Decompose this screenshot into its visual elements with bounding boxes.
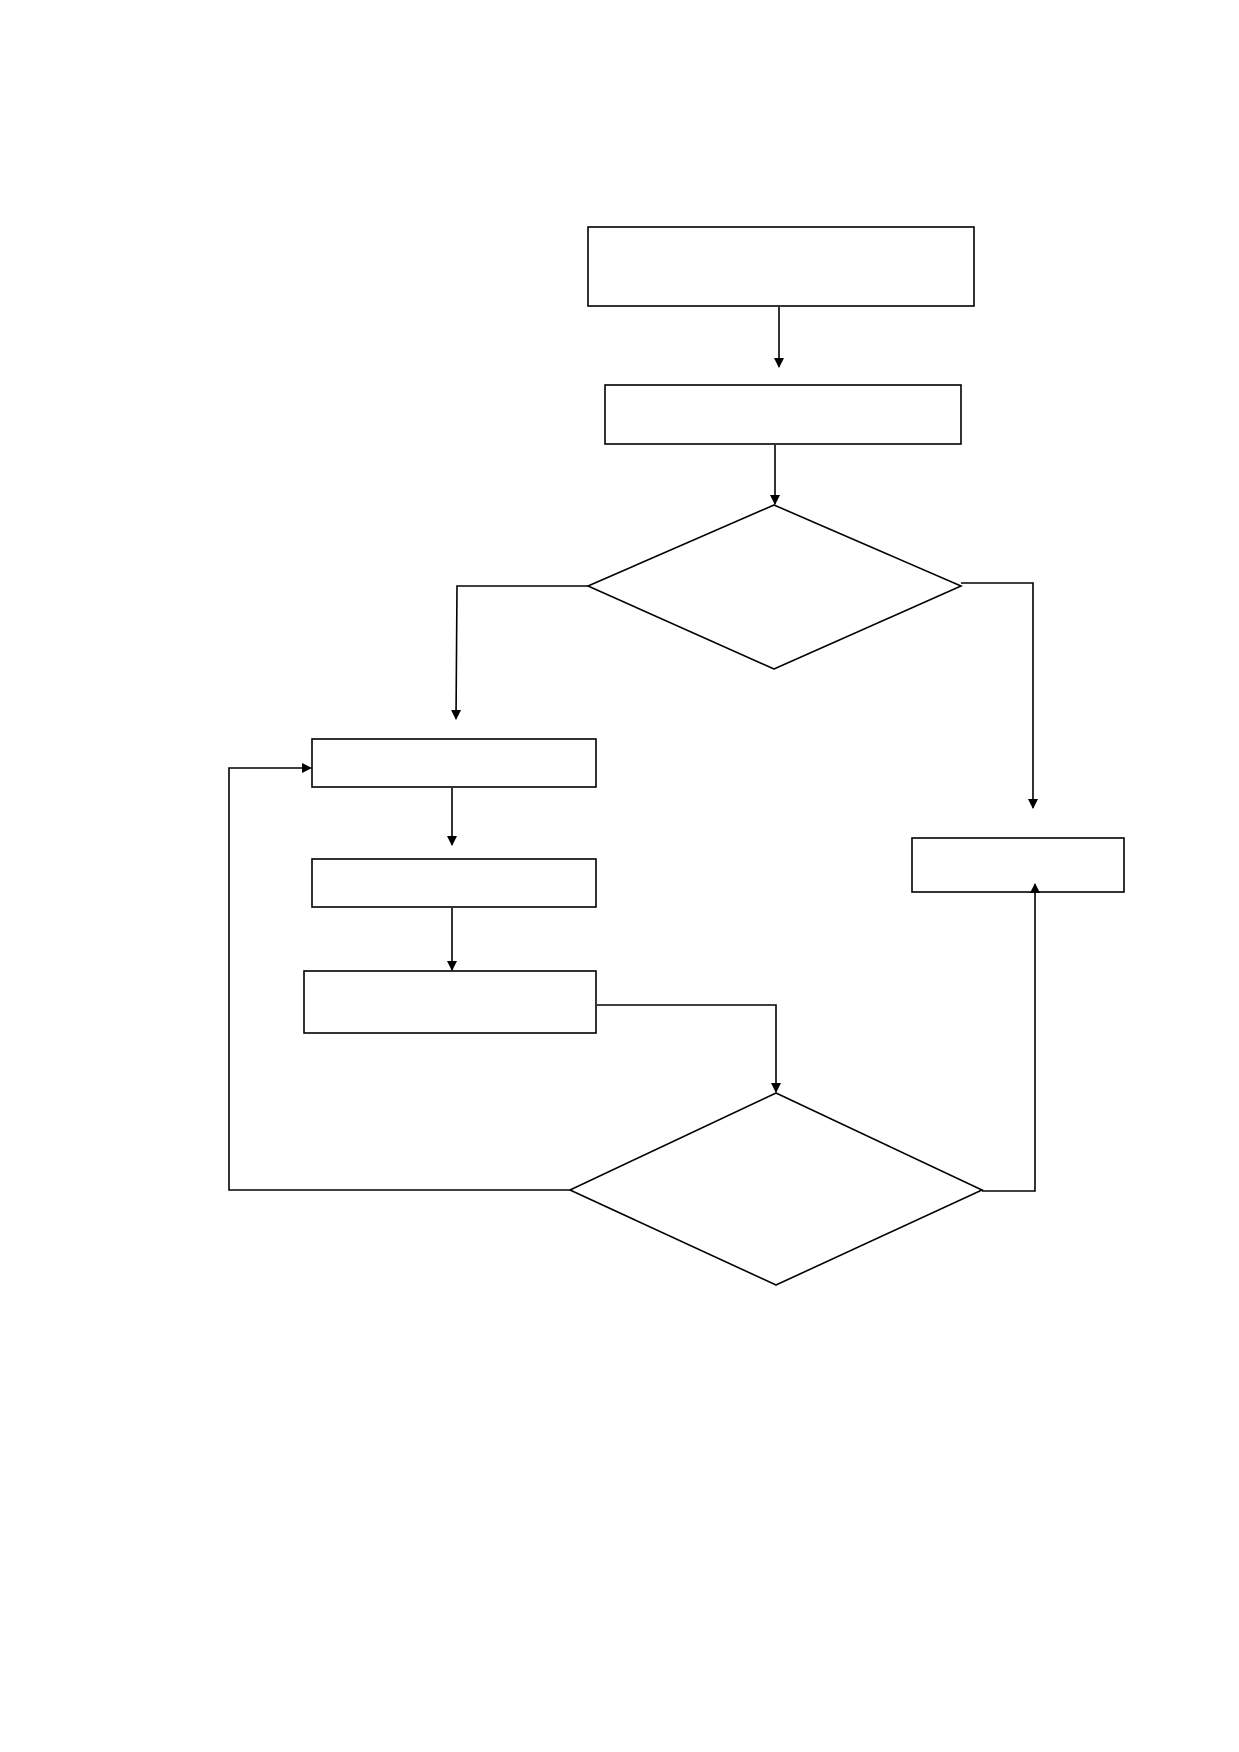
edge-loop-c-to-decision2 [597,1004,781,1093]
edge-decision2-to-loop-a [228,763,570,1191]
edge-decision1-to-end [961,582,1038,809]
edge-decision2-to-end [982,883,1040,1192]
node-loop-step-c [303,970,597,1034]
node-loop-step-b [311,858,597,908]
node-step-box-1 [604,384,962,445]
node-decision-1 [586,504,963,670]
node-end-box [911,837,1125,893]
node-start-box [587,226,975,307]
node-decision-2 [568,1092,984,1286]
edge-decision1-to-loop-a [451,585,588,720]
node-loop-step-a [311,738,597,788]
